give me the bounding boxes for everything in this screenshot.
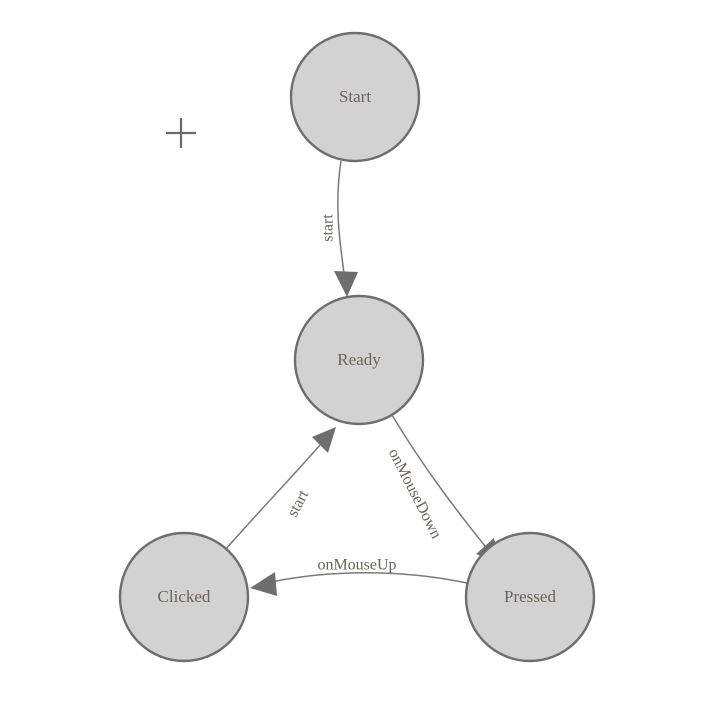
edge-start-to-ready-arrowhead — [334, 271, 358, 297]
edge-label-clicked-to-ready: start — [284, 487, 312, 520]
node-ready[interactable]: Ready — [293, 294, 425, 426]
node-clicked-label: Clicked — [158, 587, 211, 606]
node-pressed[interactable]: Pressed — [464, 531, 596, 663]
node-ready-label: Ready — [337, 350, 381, 369]
node-pressed-label: Pressed — [504, 587, 556, 606]
edge-ready-to-pressed[interactable]: onMouseDown — [385, 414, 500, 564]
node-clicked-circle[interactable] — [118, 531, 250, 663]
node-ready-circle[interactable] — [293, 294, 425, 426]
edge-ready-to-pressed-path — [391, 414, 490, 552]
crosshair-icon — [166, 118, 196, 148]
edge-clicked-to-ready[interactable]: start — [223, 427, 336, 552]
node-pressed-circle[interactable] — [464, 531, 596, 663]
edge-clicked-to-ready-arrowhead — [312, 427, 336, 453]
edge-start-to-ready[interactable]: start — [320, 160, 358, 297]
edge-clicked-to-ready-path — [223, 444, 321, 552]
edge-label-start-to-ready: start — [320, 214, 337, 242]
edge-label-pressed-to-clicked: onMouseUp — [317, 557, 396, 574]
edge-pressed-to-clicked-path — [270, 572, 468, 584]
edge-label-ready-to-pressed: onMouseDown — [385, 446, 445, 542]
edge-pressed-to-clicked-arrowhead — [250, 572, 277, 596]
node-start-label: Start — [339, 87, 371, 106]
edge-start-to-ready-path — [337, 160, 346, 281]
node-clicked[interactable]: Clicked — [118, 531, 250, 663]
edge-pressed-to-clicked[interactable]: onMouseUp — [250, 557, 468, 596]
node-start-circle[interactable] — [289, 31, 421, 163]
node-start[interactable]: Start — [289, 31, 421, 163]
